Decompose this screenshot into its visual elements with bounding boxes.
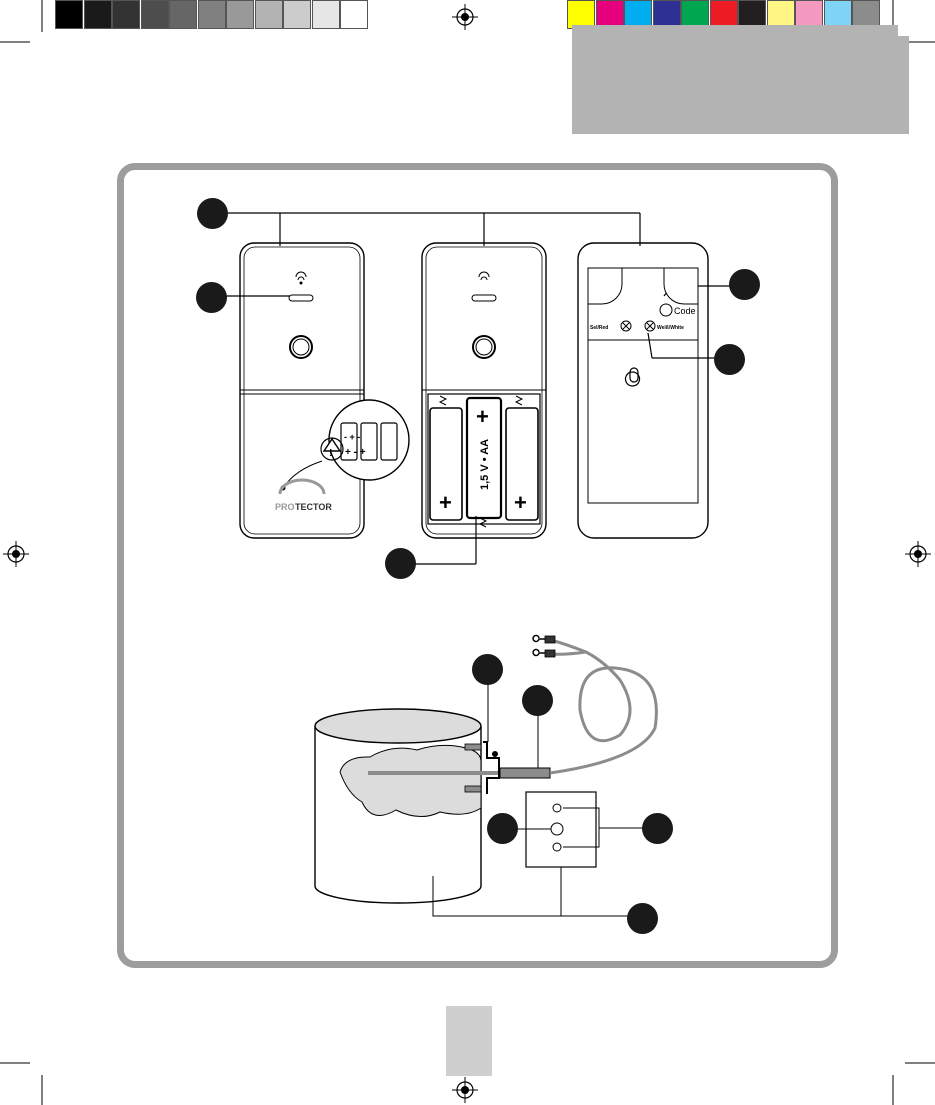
callout-marker: [627, 903, 658, 934]
callout-marker: [714, 344, 745, 375]
callout-marker: [642, 813, 673, 844]
callout-marker: [385, 548, 416, 579]
page-number-box: [446, 1006, 492, 1076]
callout-marker: [197, 198, 228, 229]
callout-marker: [522, 685, 553, 716]
callout-marker: [472, 654, 503, 685]
callout-marker: [487, 813, 518, 844]
callout-marker: [729, 269, 760, 300]
callout-marker: [196, 282, 227, 313]
